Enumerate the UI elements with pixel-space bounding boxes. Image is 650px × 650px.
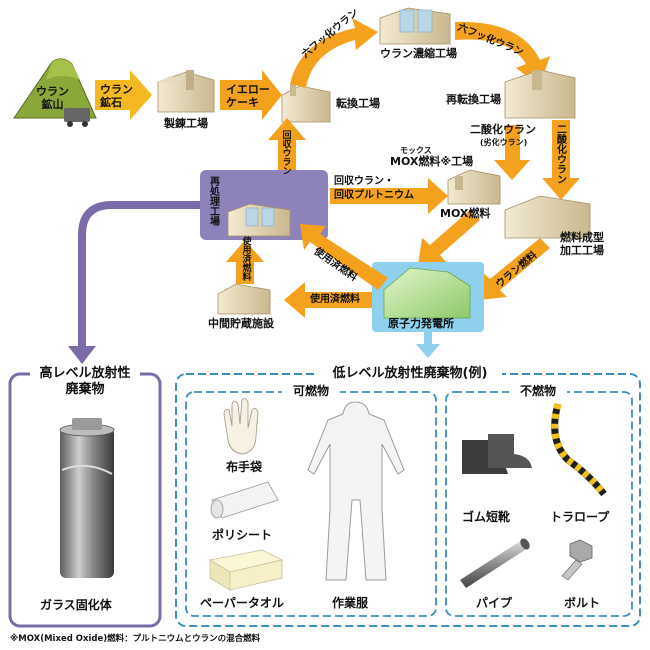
reprocessing-label: 再処理工場 [207, 176, 219, 226]
recovered-u-pu-label-1: 回収ウラン・ [334, 176, 394, 187]
power-plant-icon [383, 267, 471, 319]
conversion-plant-icon [281, 84, 331, 123]
yellowcake-arrow [220, 70, 282, 120]
smelter-label: 製錬工場 [164, 117, 208, 130]
uranium-ore-label: ウラン 鉱石 [100, 83, 133, 109]
hlw-item-label: ガラス固化体 [40, 598, 112, 612]
spent-fuel-arrow-3 [226, 240, 264, 284]
hlw-title: 高レベル放射性 廃棄物 [30, 366, 140, 398]
uo2-arrow [542, 120, 580, 200]
enrichment-label: ウラン濃縮工場 [380, 47, 457, 60]
recovered-uranium-label: 回収ウラン [280, 130, 291, 175]
depleted-uo2-label: 二酸化ウラン [470, 123, 536, 136]
rubber-boots-label: ゴム短靴 [462, 510, 511, 524]
interim-storage-icon [217, 283, 271, 315]
uranium-fuel-arrow [478, 238, 550, 300]
enrichment-plant-icon [379, 7, 451, 45]
power-plant-label: 原子力発電所 [388, 317, 454, 330]
llw-title: 低レベル放射性廃棄物(例) [318, 366, 502, 382]
coverall-label: 作業服 [332, 596, 369, 610]
bolt-label: ボルト [564, 596, 601, 610]
mox-factory-label: MOX燃料※工場 [390, 155, 474, 168]
rubber-boots-icon [462, 434, 532, 474]
spent-fuel-arrow-2 [284, 282, 372, 318]
interim-storage-label: 中間貯蔵施設 [208, 317, 274, 330]
poly-sheet-icon [210, 481, 279, 519]
uf6-arrow-2 [455, 21, 550, 86]
uranium-mine-icon [13, 58, 97, 127]
combustible-title: 可燃物 [282, 384, 340, 399]
noncombustible-title: 不燃物 [509, 384, 567, 399]
glass-canister-icon [59, 418, 115, 578]
depleted-uo2-arrow [494, 125, 530, 180]
spent-fuel-arrow-1 [300, 224, 388, 290]
mox-fuel-label: MOX燃料 [440, 207, 491, 220]
reconversion-label: 再転換工場 [446, 93, 501, 106]
llw-path-line [424, 332, 432, 346]
combustible-panel [185, 391, 437, 617]
paper-towel-label: ペーパータオル [200, 596, 284, 610]
barrier-rope-label: トラロープ [550, 510, 610, 524]
barrier-rope-icon [551, 403, 607, 497]
depleted-note-label: (劣化ウラン) [480, 138, 528, 147]
fuel-fabrication-plant-icon [504, 195, 591, 239]
reprocessing-plant-icon [227, 203, 291, 237]
spent-fuel-label-2: 使用済燃料 [310, 294, 360, 305]
cloth-gloves-label: 布手袋 [226, 460, 263, 474]
mine-label: ウラン 鉱山 [36, 85, 69, 111]
recovered-u-pu-label-2: 回収プルトニウム [334, 190, 414, 201]
fabrication-label: 燃料成型 加工工場 [560, 231, 604, 257]
mox-furigana: モックス [400, 146, 432, 155]
cloth-gloves-icon [223, 398, 259, 455]
spent-fuel-label-3: 使用済燃料 [240, 236, 251, 281]
bolt-icon [561, 539, 593, 581]
pipe-label: パイプ [476, 596, 513, 610]
poly-sheet-label: ポリシート [212, 528, 273, 542]
hlw-path-line [78, 201, 200, 350]
reconversion-plant-icon [504, 69, 576, 119]
footnote: ※MOX(Mixed Oxide)燃料：プルトニウムとウランの混合燃料 [10, 634, 261, 644]
recovered-u-pu-arrow [330, 178, 448, 214]
mox-fuel-arrow [418, 210, 480, 265]
hlw-path-arrowhead [68, 346, 96, 364]
mox-fuel-plant-icon [447, 169, 501, 205]
uf6-arrow-1 [290, 18, 378, 88]
yellowcake-label: イエロー ケーキ [226, 83, 270, 109]
uo2-label: 二酸化ウラン [554, 124, 566, 184]
smelter-building-icon [157, 70, 215, 113]
conversion-label: 転換工場 [336, 97, 380, 110]
ore-arrow [95, 70, 152, 120]
recovered-uranium-arrow [268, 118, 306, 170]
coverall-icon [307, 401, 405, 581]
paper-towel-icon [208, 549, 284, 591]
llw-path-arrowhead [416, 344, 440, 358]
pipe-icon [460, 538, 530, 588]
